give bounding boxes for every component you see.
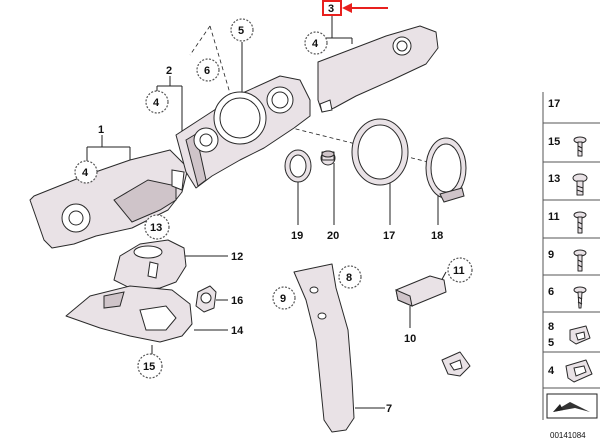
label-20: 20 — [327, 230, 339, 242]
screw-icon — [573, 136, 587, 157]
ring-18 — [425, 137, 467, 203]
sidebar-label-5: 5 — [548, 337, 554, 349]
label-4-middle: 4 — [153, 97, 160, 109]
screw-icon — [573, 286, 587, 309]
sidebar-label-6: 6 — [548, 286, 554, 298]
clip-nut-icon — [565, 359, 593, 383]
sidebar-label-13: 13 — [548, 173, 560, 185]
sidebar-label-9: 9 — [548, 249, 554, 261]
highlighted-label-3: 3 — [322, 0, 388, 16]
label-13: 13 — [150, 222, 162, 234]
label-4-right: 4 — [312, 38, 319, 50]
clip-part — [441, 351, 471, 377]
direction-arrow-icon — [546, 393, 598, 419]
instrument-cluster-part-2 — [175, 75, 311, 189]
label-16: 16 — [231, 295, 243, 307]
label-11: 11 — [453, 265, 465, 277]
label-9: 9 — [280, 293, 286, 305]
sidebar-label-4: 4 — [548, 365, 555, 377]
red-arrow-head-icon — [342, 3, 352, 13]
label-8: 8 — [346, 272, 352, 284]
label-15: 15 — [143, 361, 155, 373]
clip-icon — [569, 325, 591, 345]
label-10: 10 — [404, 333, 416, 345]
ring-19 — [284, 149, 312, 183]
cap-20 — [320, 150, 336, 166]
label-1: 1 — [98, 124, 104, 136]
highlight-box — [322, 0, 342, 16]
hardware-sidebar: 17 15 13 11 9 6 8 5 4 — [542, 92, 600, 440]
a-pillar-trim-7 — [293, 263, 355, 433]
label-17: 17 — [383, 230, 395, 242]
diagram-code: 00141084 — [550, 431, 586, 440]
trim-panel-part-3 — [317, 25, 439, 113]
label-2: 2 — [166, 65, 172, 77]
part-labels: 1 2 7 10 12 14 16 17 18 19 20 — [98, 65, 443, 415]
circled-labels: 4 4 4 5 6 8 9 11 13 15 — [74, 18, 473, 379]
screw-icon — [573, 211, 587, 234]
label-18: 18 — [431, 230, 443, 242]
label-6: 6 — [204, 65, 210, 77]
label-19: 19 — [291, 230, 303, 242]
cover-10 — [395, 275, 447, 307]
label-4-left: 4 — [82, 167, 89, 179]
label-5: 5 — [238, 25, 244, 37]
steering-cover-upper-12 — [113, 239, 187, 291]
screw-icon — [573, 249, 587, 272]
sidebar-label-15: 15 — [548, 136, 560, 148]
label-14: 14 — [231, 325, 244, 337]
label-3: 3 — [328, 3, 334, 15]
sidebar-label-17: 17 — [548, 98, 560, 110]
steering-cover-lower-14 — [65, 285, 193, 343]
sidebar-label-8: 8 — [548, 321, 554, 333]
ring-17 — [351, 118, 409, 186]
label-12: 12 — [231, 251, 243, 263]
dashboard-panel-part-1 — [29, 149, 189, 249]
sidebar-label-11: 11 — [548, 211, 560, 223]
part-16 — [195, 285, 217, 313]
screw-icon — [572, 173, 588, 196]
label-7: 7 — [386, 403, 392, 415]
